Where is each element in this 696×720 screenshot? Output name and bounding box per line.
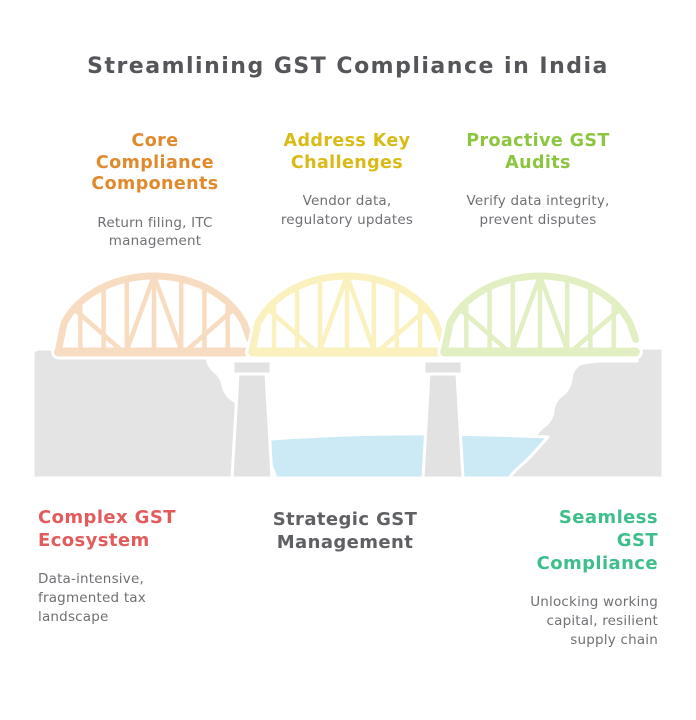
section-proactive-audits: Proactive GST Audits Verify data integri… — [448, 131, 628, 229]
middle-span — [245, 269, 449, 360]
section-heading: Complex GST Ecosystem — [38, 507, 176, 551]
river-water — [256, 432, 550, 480]
right-span — [437, 269, 643, 360]
section-heading: Core Compliance Components — [91, 131, 219, 194]
section-subtext: Return filing, ITC management — [97, 214, 213, 250]
section-seamless-compliance: Seamless GST Compliance Unlocking workin… — [468, 506, 658, 650]
section-heading: Address Key Challenges — [283, 131, 411, 173]
section-core-compliance: Core Compliance Components Return filing… — [65, 131, 245, 251]
section-subtext: Verify data integrity, prevent disputes — [466, 193, 610, 228]
section-subtext: Vendor data, regulatory updates — [280, 193, 414, 228]
section-key-challenges: Address Key Challenges Vendor data, regu… — [257, 131, 437, 229]
section-strategic-management: Strategic GST Management — [255, 508, 435, 554]
bridge-pier-left — [230, 359, 274, 480]
bridge-pier-right — [421, 359, 465, 480]
section-heading: Strategic GST Management — [272, 509, 418, 553]
section-complex-ecosystem: Complex GST Ecosystem Data-intensive, fr… — [38, 506, 218, 627]
section-heading: Seamless GST Compliance — [536, 507, 658, 574]
page-title: Streamlining GST Compliance in India — [87, 54, 609, 79]
right-landmass — [507, 346, 665, 480]
section-heading: Proactive GST Audits — [466, 131, 610, 173]
section-subtext: Unlocking working capital, resilient sup… — [530, 594, 658, 648]
section-subtext: Data-intensive, fragmented tax landscape — [38, 571, 146, 625]
left-span — [51, 269, 257, 360]
